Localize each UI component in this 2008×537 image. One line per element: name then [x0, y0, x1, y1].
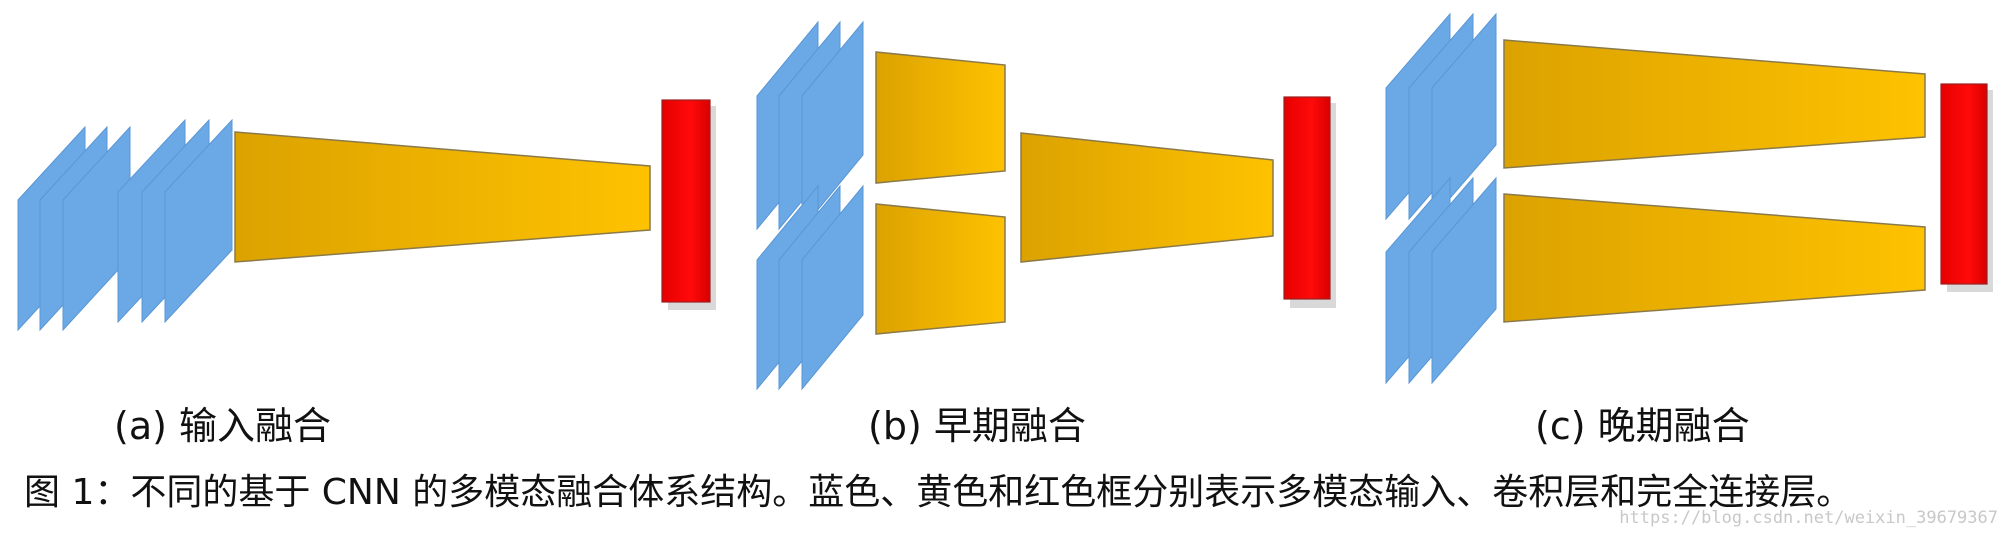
panel-c-inputs-bottom — [1385, 176, 1497, 385]
input-slice — [801, 20, 864, 231]
conv-layer-top — [875, 51, 1006, 184]
panel-b-early-fusion — [756, 20, 1336, 391]
panel-b-inputs-top — [756, 20, 864, 231]
input-slice — [1431, 176, 1497, 385]
conv-layer — [234, 131, 651, 263]
watermark-url: https://blog.csdn.net/weixin_39679367 — [1619, 508, 1998, 528]
panel-b-label: (b) 早期融合 — [868, 404, 1086, 448]
figure-caption: 图 1：不同的基于 CNN 的多模态融合体系结构。蓝色、黄色和红色框分别表示多模… — [24, 472, 1853, 513]
panel-b-inputs-bottom — [756, 184, 864, 391]
panel-a-inputs — [17, 118, 233, 332]
panel-c-label: (c) 晚期融合 — [1535, 404, 1750, 448]
panel-c-inputs-top — [1385, 12, 1497, 221]
conv-layer-fused — [1020, 132, 1274, 263]
fc-layer — [1283, 96, 1331, 300]
conv-layer-top — [1503, 39, 1926, 169]
panel-a-label: (a) 输入融合 — [114, 404, 332, 448]
conv-layer-bottom — [1503, 193, 1926, 323]
fc-layer — [661, 99, 711, 303]
fc-layer — [1940, 83, 1988, 285]
input-slice — [164, 118, 233, 324]
input-slice — [801, 184, 864, 391]
panel-a-input-fusion — [17, 99, 716, 332]
input-slice — [1431, 12, 1497, 221]
panel-c-late-fusion — [1385, 12, 1993, 385]
conv-layer-bottom — [875, 203, 1006, 335]
